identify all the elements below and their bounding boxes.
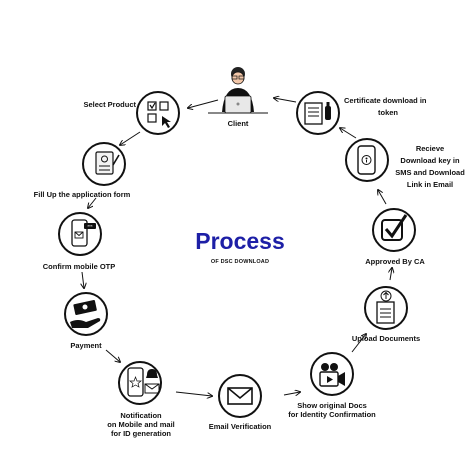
- email-verification-step-icon: [218, 374, 262, 418]
- arrow-receive-to-certificate: [340, 128, 357, 139]
- arrow-docs-to-upload: [351, 334, 366, 353]
- arrow-client-to-select: [188, 99, 219, 108]
- arrow-payment-to-notification: [105, 349, 120, 362]
- client-person-laptop-icon: [208, 67, 268, 114]
- application-form-step-icon: [82, 142, 126, 186]
- client-label: Client: [227, 119, 249, 128]
- arrow-approved-to-receive: [378, 190, 387, 205]
- upload-documents-label: Upload Documents: [351, 334, 421, 343]
- approved-step-icon: [372, 208, 416, 252]
- arrow-select-to-form: [120, 131, 141, 145]
- receive-label-2: Download key in: [400, 156, 460, 165]
- show-docs-label-1: Show original Docs: [297, 401, 367, 410]
- arrow-form-to-otp: [88, 197, 97, 208]
- payment-label: Payment: [70, 341, 102, 350]
- notification-label-3: for ID generation: [110, 429, 171, 438]
- receive-label-1: Recieve: [415, 144, 445, 153]
- certificate-label-1: Certificate download in: [344, 96, 427, 105]
- certificate-token-step-icon: [296, 91, 340, 135]
- diagram-subtitle: OF DSC DOWNLOAD: [210, 259, 270, 265]
- upload-documents-step-icon: [364, 286, 408, 330]
- fill-form-label: Fill Up the application form: [33, 190, 131, 199]
- svg-text:***: ***: [87, 224, 93, 229]
- flow-arrows: [82, 98, 392, 396]
- arrow-email-to-docs: [283, 392, 300, 395]
- arrow-certificate-to-client: [274, 98, 297, 103]
- approved-label: Approved By CA: [365, 257, 425, 266]
- confirm-otp-label: Confirm mobile OTP: [42, 262, 116, 271]
- show-docs-step-icon: [310, 352, 354, 396]
- show-docs-label-2: for Identity Confirmation: [288, 410, 376, 419]
- arrow-notification-to-email: [175, 391, 212, 396]
- diagram-title: Process: [195, 228, 285, 254]
- payment-step-icon: [64, 292, 108, 336]
- notification-label-2: on Mobile and mail: [107, 420, 175, 429]
- receive-key-step-icon: [345, 138, 389, 182]
- select-product-step-icon: [136, 91, 180, 135]
- arrow-upload-to-approved: [390, 268, 392, 281]
- email-verification-label: Email Verification: [208, 422, 272, 431]
- certificate-label-2: token: [378, 108, 399, 117]
- receive-label-4: Link in Email: [406, 180, 454, 189]
- receive-label-3: SMS and Download: [395, 168, 465, 177]
- select-product-label: Select Product: [83, 100, 136, 109]
- arrow-otp-to-payment: [82, 271, 84, 288]
- notification-label-1: Notification: [120, 411, 162, 420]
- notification-step-icon: [118, 361, 162, 405]
- confirm-otp-step-icon: ***: [58, 212, 102, 256]
